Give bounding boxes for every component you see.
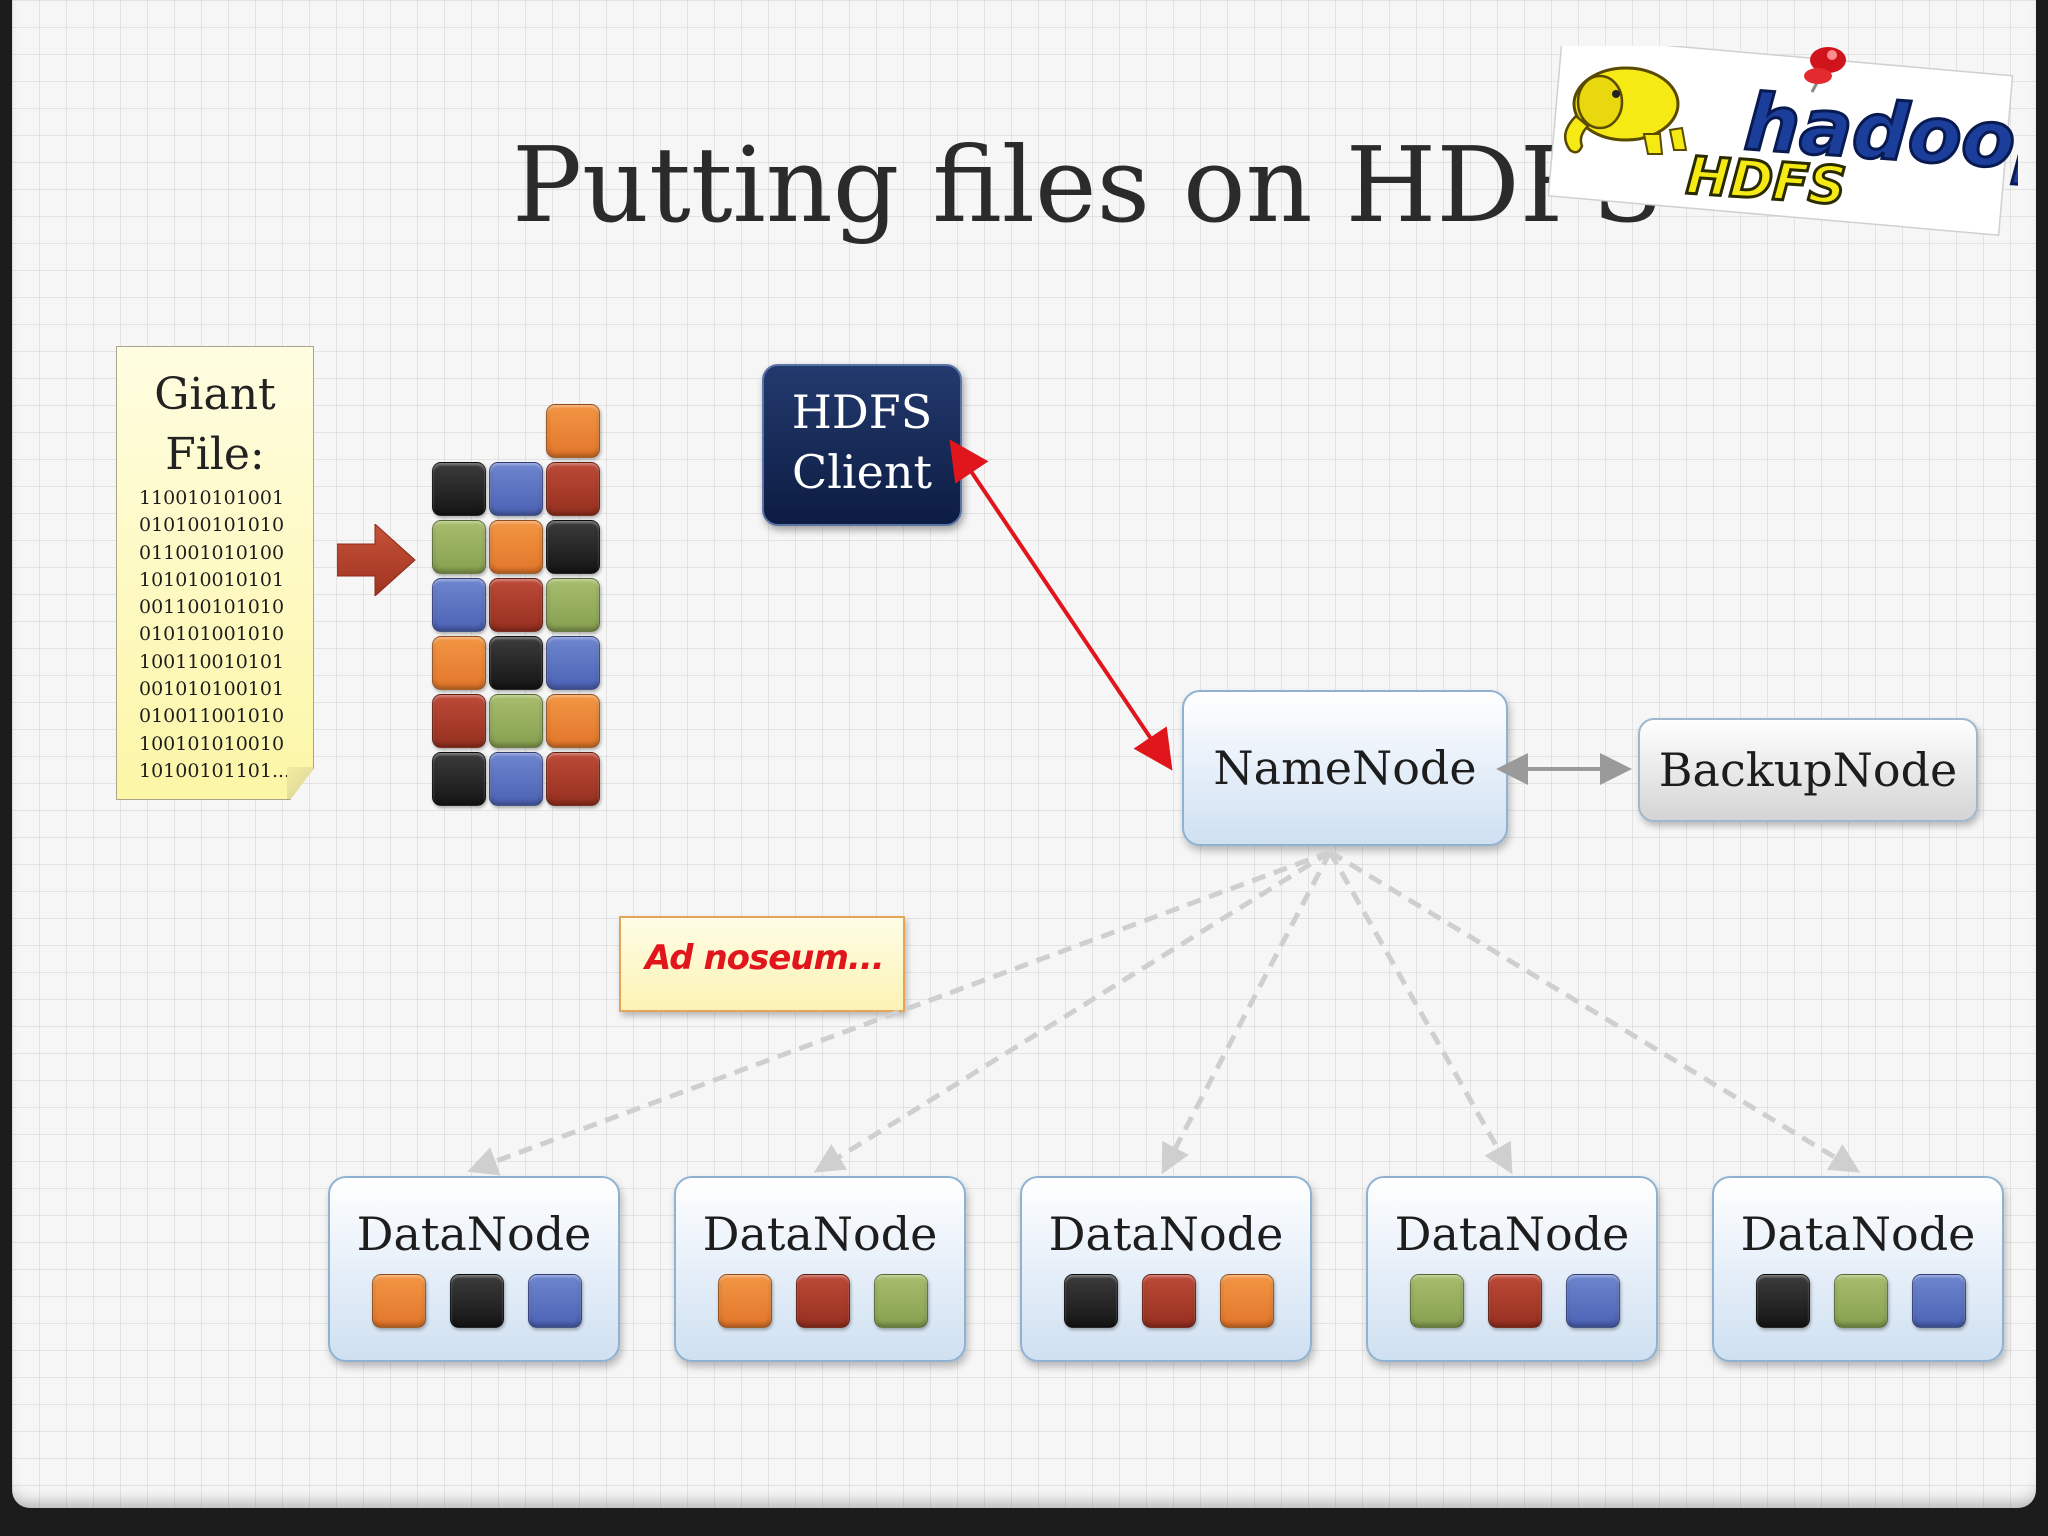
datanode-block-red [1488, 1274, 1542, 1328]
file-block-blue [489, 752, 543, 806]
split-arrow-icon [337, 524, 416, 596]
hdfs-client-label-line1: HDFS [791, 385, 933, 439]
file-block-black [546, 520, 600, 574]
datanode-1: DataNode [328, 1176, 620, 1362]
slide-title: Putting files on HDFS [512, 124, 1664, 246]
giant-file-title-line2: File: [165, 429, 265, 480]
file-block-black [432, 752, 486, 806]
datanode-label: DataNode [702, 1207, 938, 1261]
file-block-orange [489, 520, 543, 574]
giant-file-title-line1: Giant [154, 369, 276, 420]
datanode-2: DataNode [674, 1176, 966, 1362]
backupnode: BackupNode [1638, 718, 1978, 822]
datanode-label: DataNode [1394, 1207, 1630, 1261]
datanode-block-orange [1220, 1274, 1274, 1328]
file-block-green [546, 578, 600, 632]
datanode-block-green [1834, 1274, 1888, 1328]
datanode-block-blue [1566, 1274, 1620, 1328]
binary-line: 010100101010 [139, 514, 285, 537]
namenode-label: NameNode [1213, 741, 1477, 795]
ad-nauseam-text: Ad noseum... [645, 938, 885, 978]
datanode-block-red [1142, 1274, 1196, 1328]
namenode: NameNode [1182, 690, 1508, 846]
page-fold [287, 767, 313, 799]
datanode-block-black [1756, 1274, 1810, 1328]
datanode-block-orange [718, 1274, 772, 1328]
file-block-blue [546, 636, 600, 690]
datanode-5: DataNode [1712, 1176, 2004, 1362]
binary-line: 10100101101... [139, 759, 291, 782]
giant-file-note: Giant File: 110010101001 010100101010 0110… [116, 346, 314, 800]
datanode-label: DataNode [1740, 1207, 1976, 1261]
binary-line: 110010101001 [139, 487, 285, 509]
binary-line: 010101001010 [139, 623, 285, 646]
datanode-block-red [796, 1274, 850, 1328]
file-block-green [432, 520, 486, 574]
elephant-icon [1563, 66, 1688, 155]
datanode-block-green [874, 1274, 928, 1328]
logo-subword: HDFS [1684, 146, 1847, 217]
file-block-orange [546, 694, 600, 748]
file-block-blue [489, 462, 543, 516]
file-block-red [489, 578, 543, 632]
binary-line: 001010100101 [139, 678, 285, 701]
ad-nauseam-note: Ad noseum... [619, 916, 905, 1012]
file-blocks-grid [432, 404, 622, 824]
datanode-block-blue [528, 1274, 582, 1328]
datanode-block-green [1410, 1274, 1464, 1328]
file-block-red [432, 694, 486, 748]
datanode-3: DataNode [1020, 1176, 1312, 1362]
binary-line: 100110010101 [139, 650, 285, 673]
binary-line: 010011001010 [139, 705, 285, 728]
binary-line: 011001010100 [139, 541, 285, 564]
binary-line: 001100101010 [139, 596, 285, 619]
file-block-black [489, 636, 543, 690]
pushpin-icon [1804, 47, 1846, 93]
slide: Putting files on HDFS Giant File: 110010… [12, 0, 2036, 1508]
datanode-label: DataNode [1048, 1207, 1284, 1261]
file-block-black [432, 462, 486, 516]
file-block-blue [432, 578, 486, 632]
datanode-label: DataNode [356, 1207, 592, 1261]
binary-line: 100101010010 [139, 732, 285, 755]
hdfs-client-node: HDFS Client [762, 364, 962, 526]
datanode-block-black [1064, 1274, 1118, 1328]
giant-file-title: Giant File: [117, 365, 313, 485]
datanode-block-orange [372, 1274, 426, 1328]
file-block-green [489, 694, 543, 748]
backupnode-label: BackupNode [1658, 743, 1958, 797]
binary-line: 101010010101 [139, 568, 285, 591]
datanode-block-black [450, 1274, 504, 1328]
hdfs-client-label-line2: Client [792, 445, 932, 499]
file-block-orange [546, 404, 600, 458]
hadoop-hdfs-logo: hadoop HDFS [1548, 46, 2018, 236]
file-block-orange [432, 636, 486, 690]
file-block-red [546, 462, 600, 516]
file-block-red [546, 752, 600, 806]
datanode-4: DataNode [1366, 1176, 1658, 1362]
datanode-block-blue [1912, 1274, 1966, 1328]
binary-content: 110010101001 010100101010 011001010100 1010… [139, 485, 290, 785]
